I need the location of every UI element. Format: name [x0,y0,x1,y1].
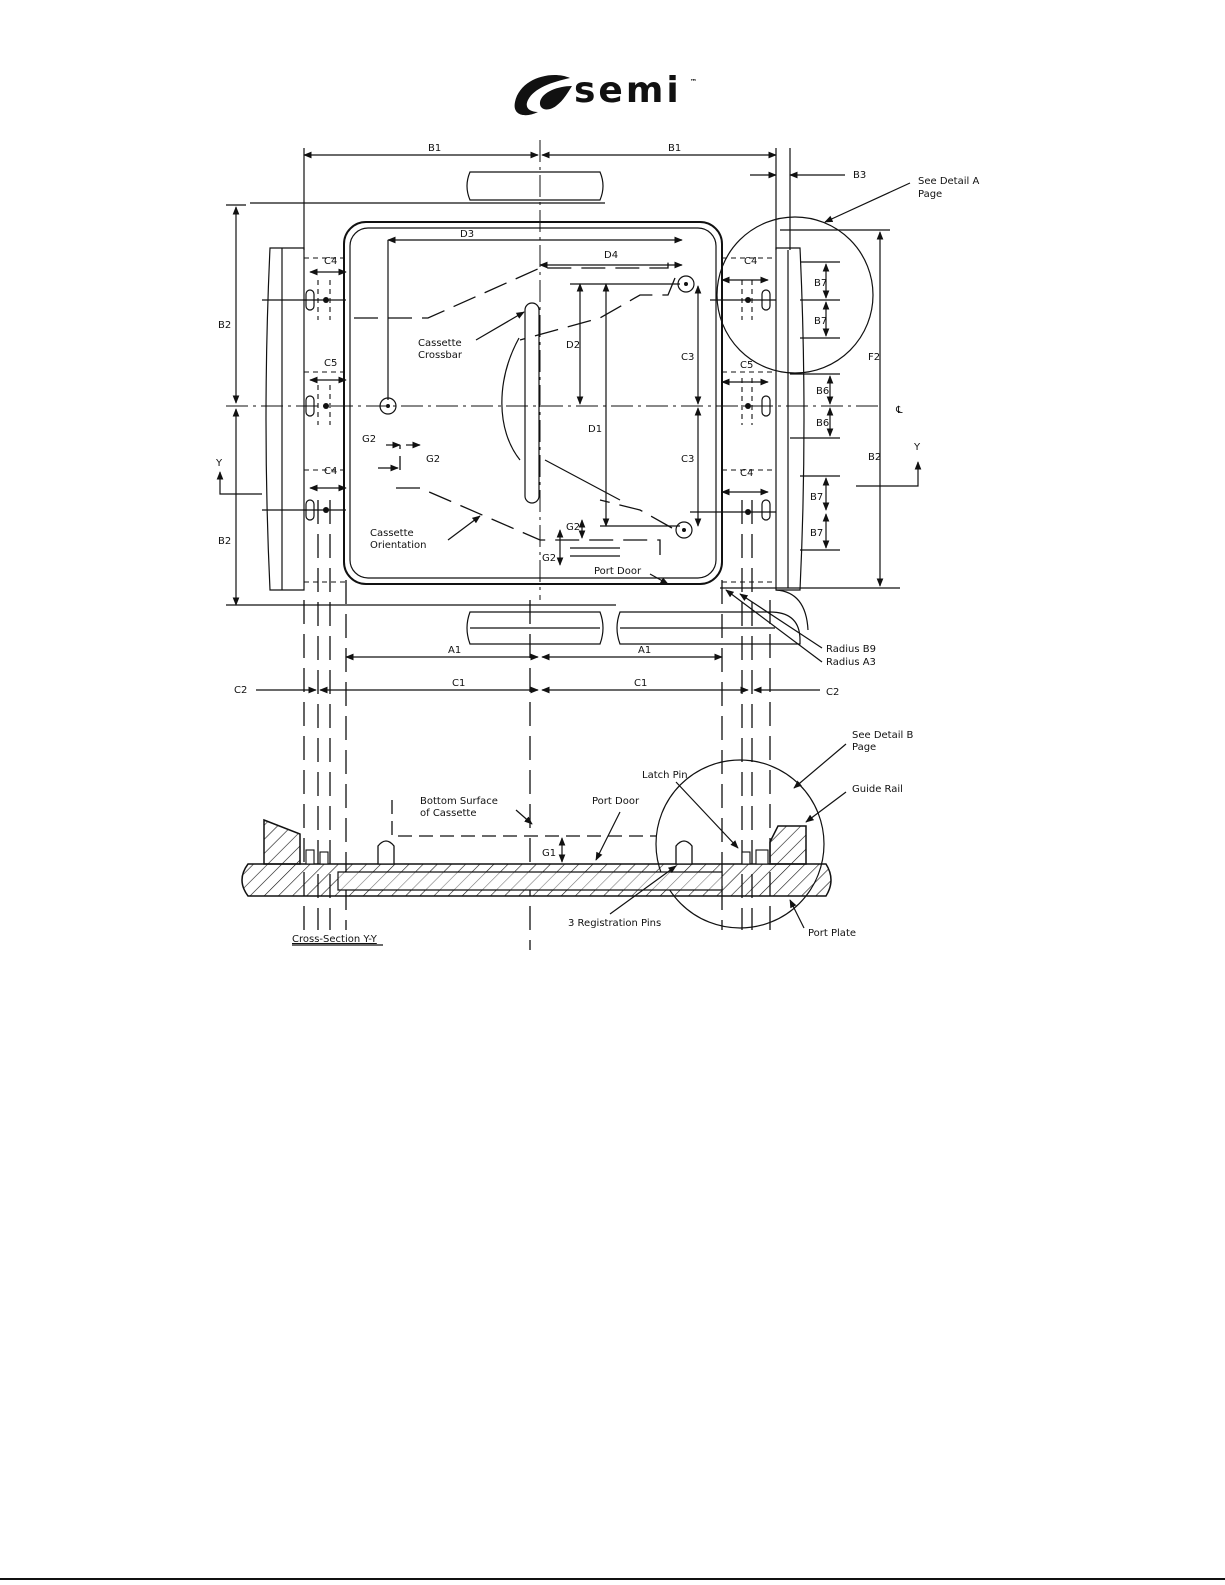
g2-left-dimensions: G2 G2 [362,434,440,472]
g1-label: G1 [542,848,556,859]
c2-right-label: C2 [826,687,839,698]
guide-rail-label: Guide Rail [852,784,903,795]
right-rail [722,247,805,591]
b2-right-label: B2 [868,452,881,463]
b3-label: B3 [853,170,866,181]
b6-2-label: B6 [816,418,829,429]
c4-left-bot-label: C4 [324,466,337,477]
cassette-orientation-outline [354,256,676,555]
d3-d4-dimensions: D3 D4 [387,229,683,400]
cassette-crossbar [501,302,621,504]
c3-dimensions: C3 C3 [681,285,702,527]
bottom-surface-line2: of Cassette [420,808,477,819]
centerline-symbol: ℄ [895,405,903,416]
port-plate-label: Port Plate [808,928,856,939]
radius-b9-label: Radius B9 [826,644,876,655]
b7-4-label: B7 [810,528,823,539]
g2-b-label: G2 [426,454,440,465]
b7-3-label: B7 [810,492,823,503]
c1-c2-dimensions: C2 C1 C1 C2 [234,678,839,698]
left-rail [265,247,346,591]
cross-section-plate [241,800,832,897]
b1-left-label: B1 [428,143,441,154]
b7-1-label: B7 [814,278,827,289]
g2-lower-dimensions: G2 G2 [542,519,620,566]
page-bottom-rule [0,1578,1225,1580]
logo-trademark: ™ [690,78,697,86]
b2-right-dimension: B2 Y [856,442,922,487]
d2-label: D2 [566,340,580,351]
b2-left-bot-label: B2 [218,536,231,547]
registration-pins-label: 3 Registration Pins [568,918,661,929]
right-pin-column [690,280,776,521]
cross-section-title: Cross-Section Y-Y [292,934,378,945]
crossbar-line2: Crossbar [418,350,463,361]
c1-left-label: C1 [452,678,465,689]
right-c-dimensions: C4 C5 C4 [721,256,769,496]
registration-pins-top [379,275,695,539]
detail-b-callout: See Detail B Page Guide Rail Latch Pin [642,730,913,929]
latch-pin-label: Latch Pin [642,770,688,781]
c3-top-label: C3 [681,352,694,363]
c2-left-label: C2 [234,685,247,696]
cross-section-labels: Bottom Surface of Cassette Port Door G1 … [292,796,856,946]
b1-right-label: B1 [668,143,681,154]
f2-label: F2 [868,352,880,363]
g2-a-label: G2 [362,434,376,445]
y-left-label: Y [215,458,223,469]
detail-a-line1: See Detail A [918,176,979,187]
port-door-top-callout: Port Door [594,566,669,585]
orientation-callout: Cassette Orientation [370,515,481,551]
a1-left-label: A1 [448,645,461,656]
g2-c-label: G2 [566,522,580,533]
b7-2-label: B7 [814,316,827,327]
g2-d-label: G2 [542,553,556,564]
radius-a3-label: Radius A3 [826,657,876,668]
y-right-label: Y [913,442,921,453]
b6-1-label: B6 [816,386,829,397]
b3-dimension: B3 [750,170,866,181]
d4-label: D4 [604,250,618,261]
port-door-bot-label: Port Door [592,796,640,807]
detail-b-line2: Page [852,742,876,753]
semi-logo: semi ™ [512,70,712,122]
engineering-drawing: B1 B1 B3 See Detail A Page B2 B2 [215,140,979,950]
c3-bot-label: C3 [681,454,694,465]
orientation-line2: Orientation [370,540,426,551]
logo-wordmark: semi [574,70,682,111]
port-door-outline [343,221,723,585]
c4-left-top-label: C4 [324,256,337,267]
a1-right-label: A1 [638,645,651,656]
c5-right-label: C5 [740,360,753,371]
crossbar-callout: Cassette Crossbar [418,311,525,361]
c1-right-label: C1 [634,678,647,689]
semi-swoosh-icon [514,75,572,116]
a1-dimension: A1 A1 [345,645,723,661]
y-left-marker: Y [215,458,262,495]
left-c-dimensions: C4 C5 C4 [309,256,347,492]
f2-dimension: F2 [720,229,900,589]
top-rail [250,171,605,204]
left-pin-column [262,280,346,521]
c4-right-bot-label: C4 [740,468,753,479]
c4-right-top-label: C4 [744,256,757,267]
crossbar-line1: Cassette [418,338,462,349]
bottom-rails [466,589,809,645]
b2-left-dimension: B2 B2 [218,204,616,606]
detail-a-callout: See Detail A Page [716,176,979,374]
b6-b7-dimensions: B7 B7 B6 B6 B7 B7 [790,261,840,551]
bottom-surface-line1: Bottom Surface [420,796,498,807]
port-door-top-label: Port Door [594,566,642,577]
detail-a-line2: Page [918,189,942,200]
c5-left-label: C5 [324,358,337,369]
radius-callouts: Radius B9 Radius A3 [725,589,876,668]
orientation-line1: Cassette [370,528,414,539]
b2-left-top-label: B2 [218,320,231,331]
d1-label: D1 [588,424,602,435]
d3-label: D3 [460,229,474,240]
b1-dimension: B1 B1 [303,143,777,159]
detail-b-line1: See Detail B [852,730,913,741]
d1-d2-dimensions: D2 D1 [566,283,680,527]
